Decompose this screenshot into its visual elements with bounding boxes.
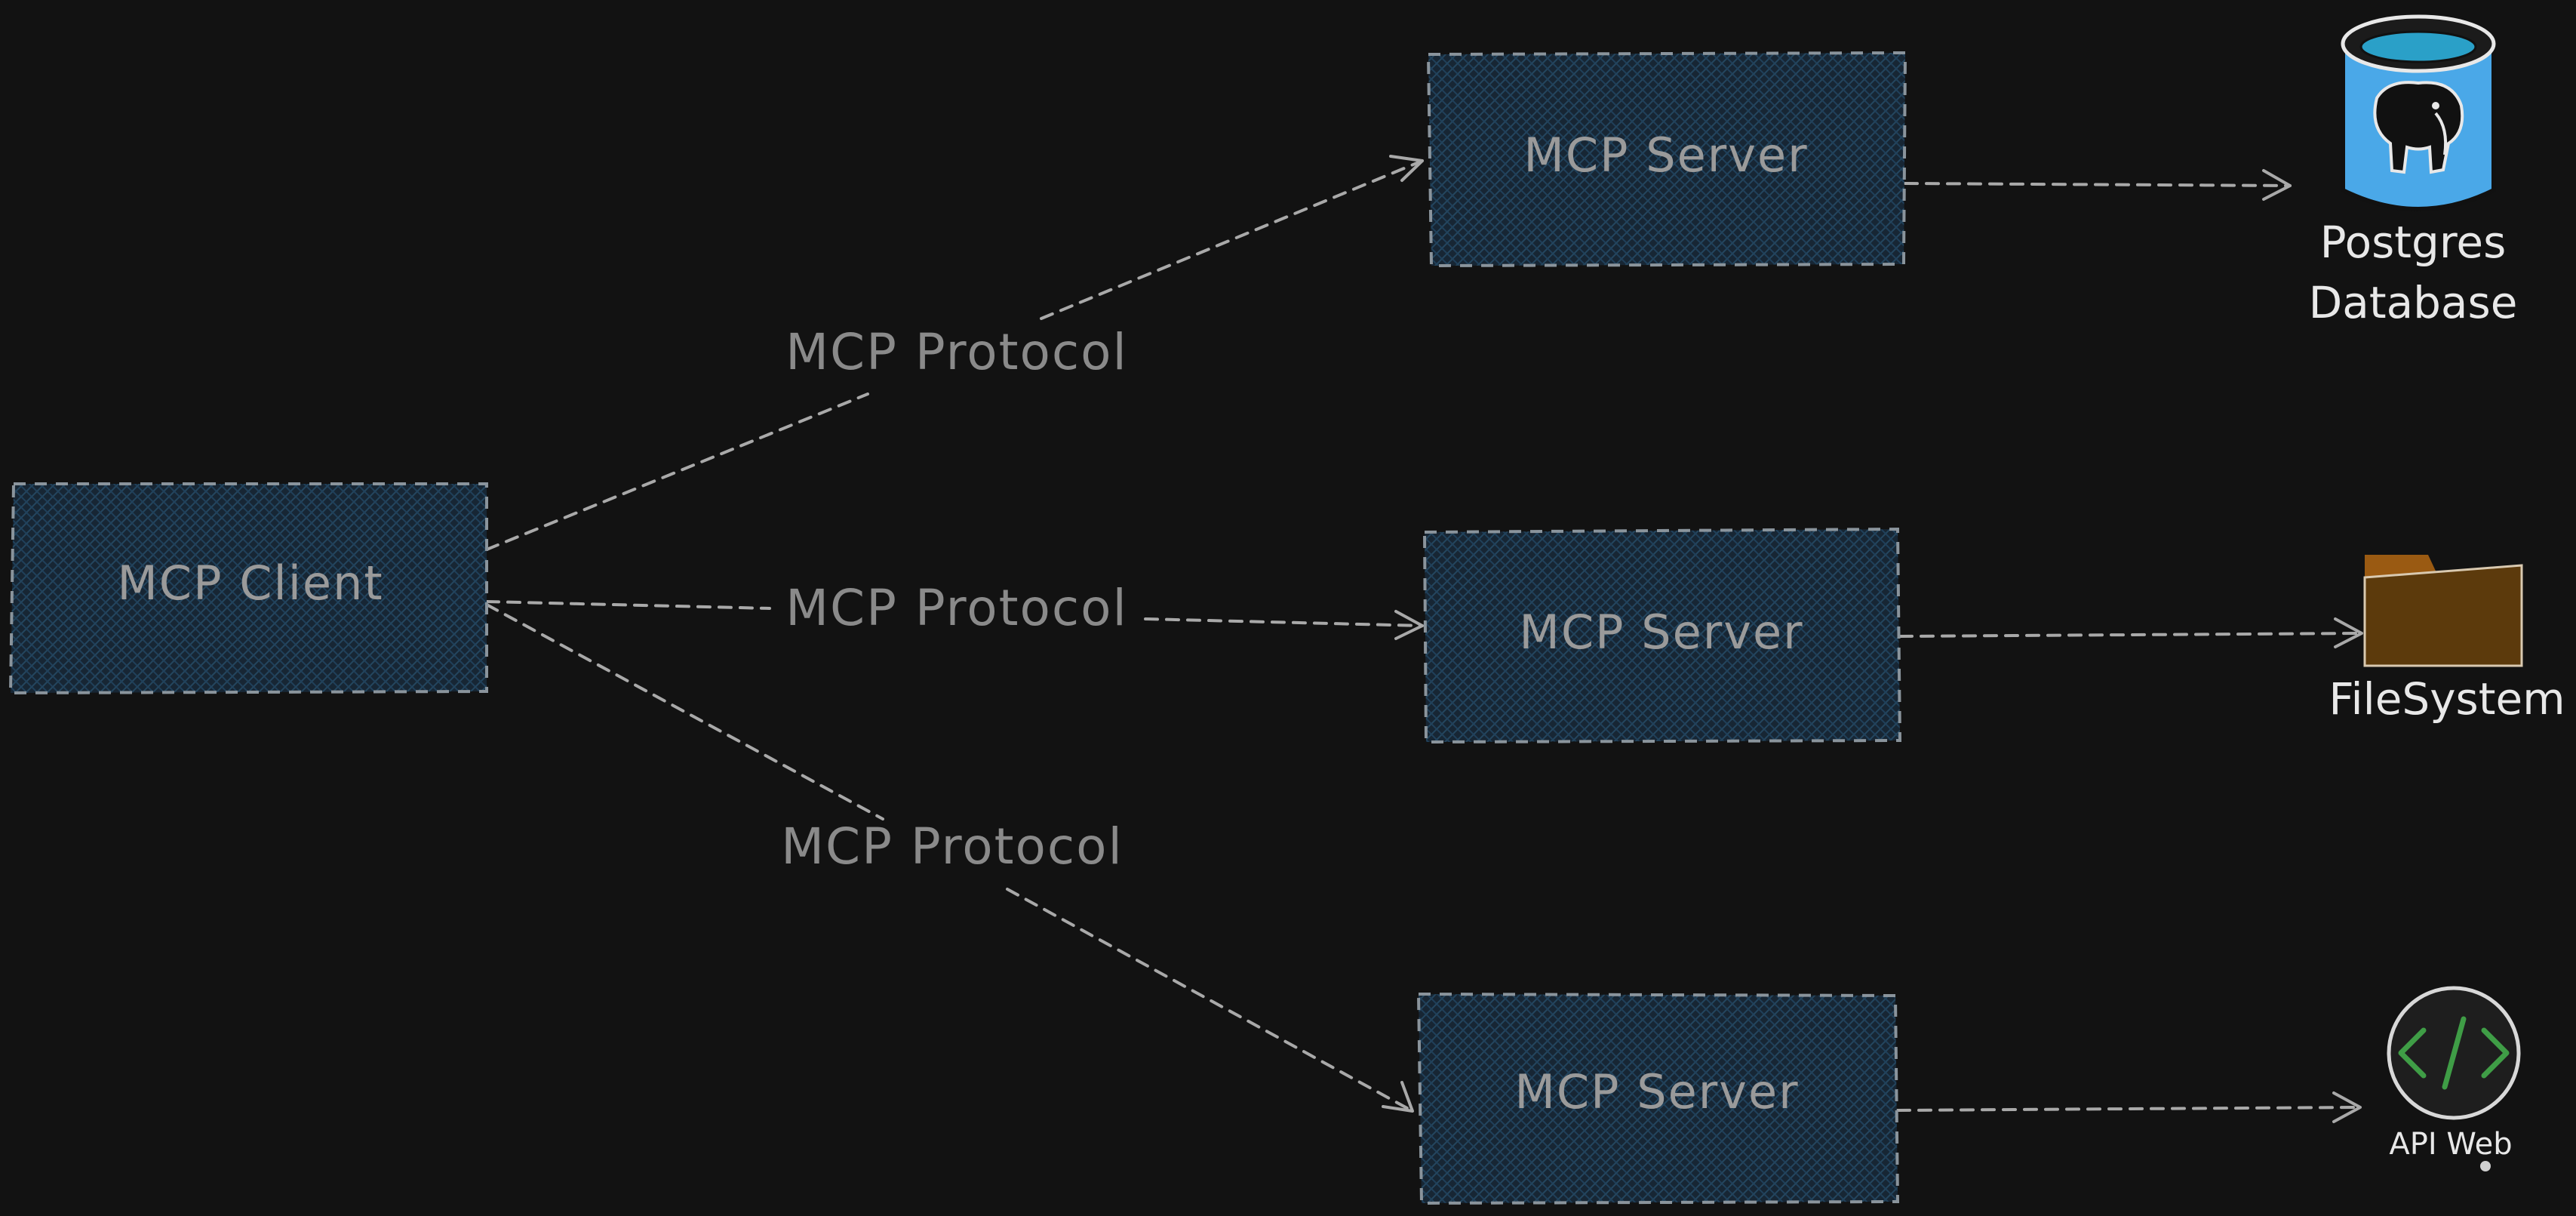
edge-client-server-2	[485, 600, 1424, 640]
mcp-server-box-2[interactable]: MCP Server	[1422, 527, 1902, 744]
edge-label-protocol-2: MCP Protocol	[785, 579, 1128, 637]
api-web-label: API Web	[2389, 1127, 2512, 1162]
postgres-database-icon	[2341, 14, 2496, 211]
mcp-client-box[interactable]: MCP Client	[8, 482, 488, 695]
filesystem-label: FileSystem	[2329, 673, 2565, 725]
folder-icon	[2363, 555, 2523, 667]
code-icon	[2387, 986, 2521, 1120]
database-label-line2: Database	[2309, 277, 2518, 328]
edge-client-server-3	[485, 603, 1414, 1113]
edge-client-server-1	[485, 155, 1424, 551]
cursor-dot	[2480, 1161, 2491, 1171]
mcp-server-label-1: MCP Server	[1523, 128, 1808, 183]
mcp-server-box-1[interactable]: MCP Server	[1426, 51, 1907, 268]
edge-label-protocol-1: MCP Protocol	[785, 323, 1128, 381]
edge-server-database	[1904, 169, 2292, 201]
database-label-line1: Postgres	[2320, 217, 2507, 268]
mcp-server-label-2: MCP Server	[1519, 605, 1803, 660]
mcp-server-label-3: MCP Server	[1514, 1064, 1799, 1119]
edge-server-filesystem	[1898, 617, 2363, 648]
edge-label-protocol-3: MCP Protocol	[781, 817, 1124, 876]
mcp-server-box-3[interactable]: MCP Server	[1416, 992, 1900, 1205]
mcp-client-label: MCP Client	[117, 556, 383, 611]
edge-server-api	[1896, 1091, 2362, 1123]
